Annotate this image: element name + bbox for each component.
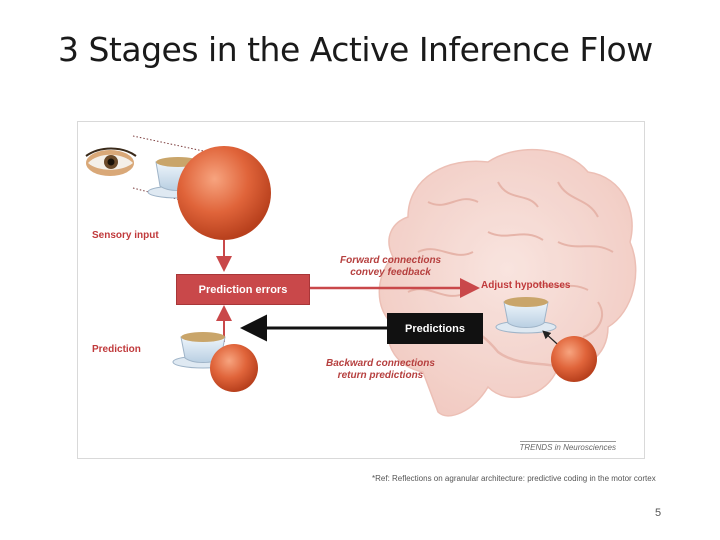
- prediction-errors-box: Prediction errors: [176, 274, 310, 305]
- figure-graphics: [85, 135, 637, 417]
- backward-connections-label: Backward connections return predictions: [326, 358, 435, 382]
- teacup-icon: [495, 297, 557, 334]
- forward-connections-line1: Forward connections: [340, 255, 442, 266]
- forward-connections-label: Forward connections convey feedback: [340, 255, 441, 279]
- sensory-input-label: Sensory input: [92, 230, 159, 241]
- backward-connections-line1: Backward connections: [326, 358, 435, 369]
- sensory-input-sphere: [177, 146, 271, 240]
- eye-icon: [85, 147, 137, 176]
- prediction-sphere: [210, 344, 258, 392]
- hypothesis-sphere: [551, 336, 597, 382]
- adjust-hypotheses-label: Adjust hypotheses: [481, 280, 571, 291]
- prediction-label: Prediction: [92, 344, 141, 355]
- predictions-box: Predictions: [387, 313, 483, 344]
- active-inference-figure: Sensory input Prediction Prediction erro…: [77, 121, 645, 459]
- view-line-top: [132, 135, 209, 153]
- backward-connections-line2: return predictions: [337, 370, 424, 381]
- slide-title: 3 Stages in the Active Inference Flow: [58, 30, 653, 69]
- forward-connections-line2: convey feedback: [350, 267, 431, 278]
- reference-note: *Ref: Reflections on agranular architect…: [372, 474, 656, 483]
- page-number: 5: [655, 507, 662, 519]
- figure-credit: TRENDS in Neurosciences: [519, 441, 616, 452]
